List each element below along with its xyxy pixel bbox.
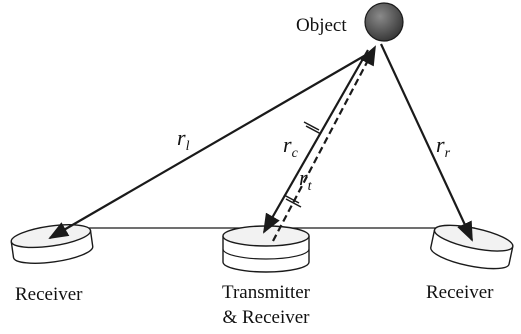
tick-marks-rc — [303, 121, 322, 135]
range-line-transmit — [272, 45, 376, 242]
range-label-tx: rt — [299, 165, 313, 194]
range-label-left: rl — [177, 125, 190, 154]
range-label-center: rc — [283, 132, 299, 161]
object-sphere — [364, 2, 404, 42]
transmitter-label-line1: Transmitter — [222, 282, 311, 303]
left-receiver-disk — [10, 224, 94, 264]
range-line-left — [48, 51, 372, 239]
range-line-right — [380, 43, 473, 242]
receiver-left-label: Receiver — [15, 284, 83, 305]
object-label: Object — [296, 15, 347, 36]
transmitter-receiver-disk — [222, 225, 310, 273]
tick-marks-rt — [283, 194, 302, 208]
right-receiver-disk — [430, 224, 514, 270]
range-line-echo — [263, 49, 369, 234]
receiver-right-label: Receiver — [426, 282, 494, 303]
transmitter-label-line2: & Receiver — [222, 307, 310, 328]
range-label-right: rr — [436, 132, 451, 161]
